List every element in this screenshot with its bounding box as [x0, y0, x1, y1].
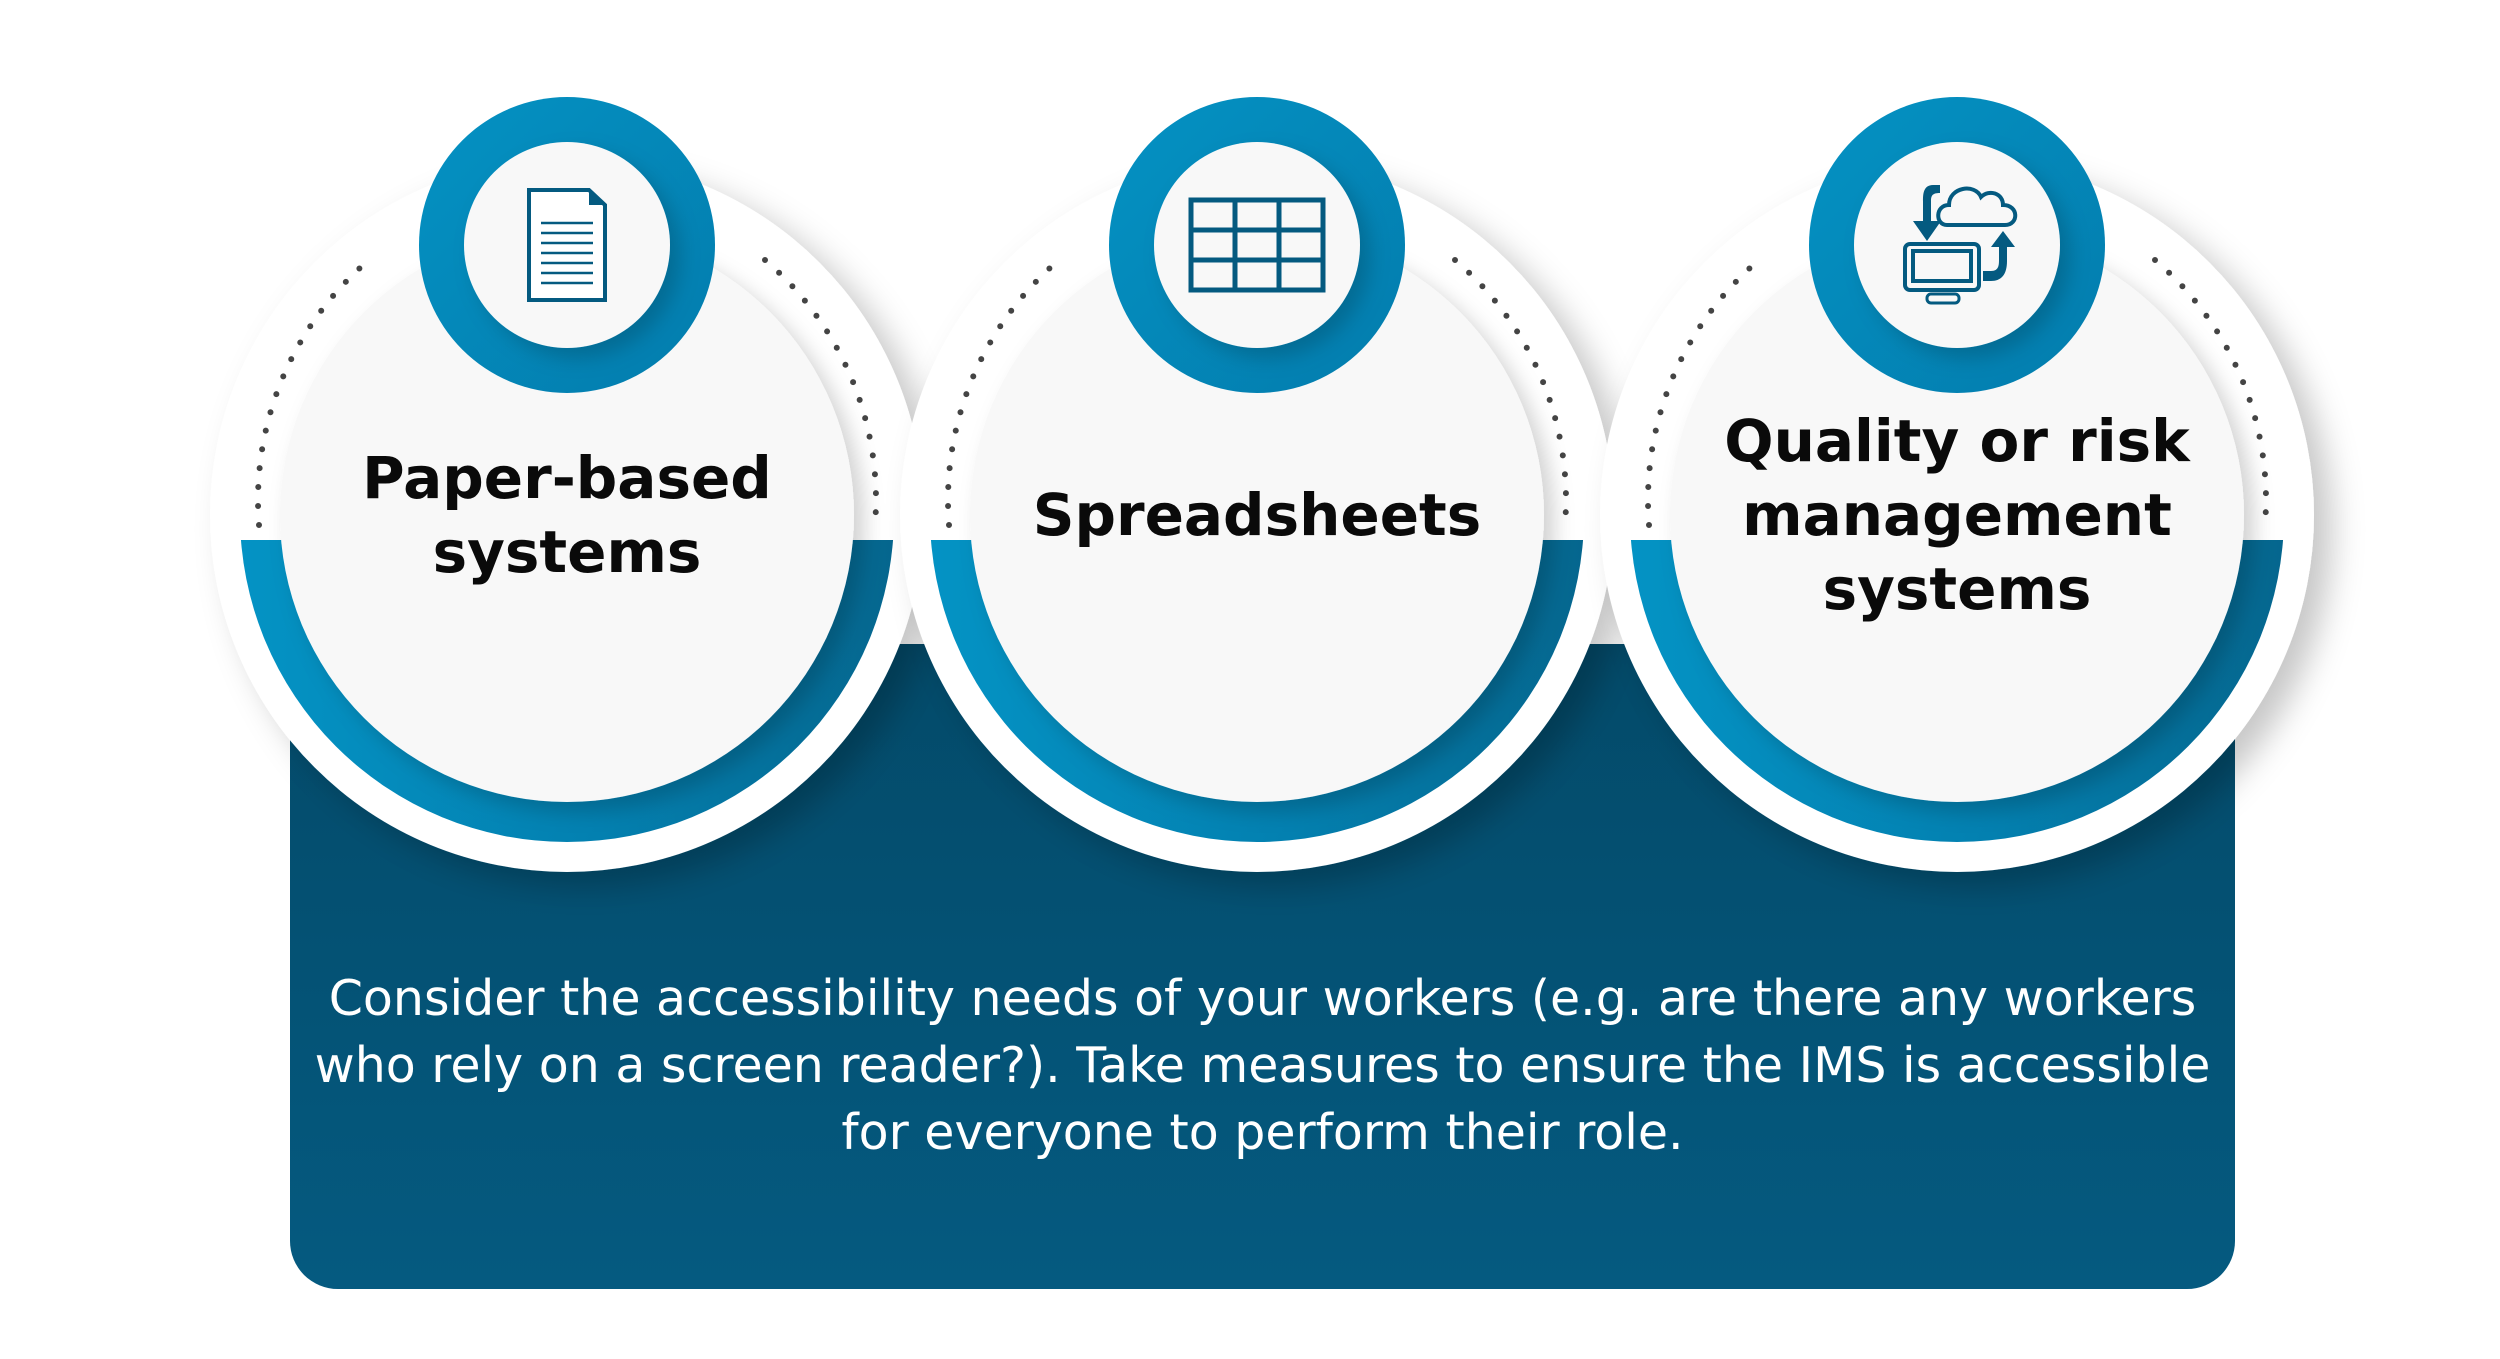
dotted-arc-right: [1452, 257, 1569, 528]
item-card: Spreadsheets: [900, 97, 1614, 872]
dotted-arc-left: [945, 257, 1062, 528]
item-title-line: Spreadsheets: [1033, 481, 1482, 549]
item-title: Spreadsheets: [1033, 481, 1482, 549]
icon-inner-circle: [1154, 142, 1360, 348]
dotted-arc-left: [255, 257, 372, 528]
dotted-arc-right: [2152, 257, 2269, 528]
document-icon: [527, 188, 607, 302]
item-title-line: systems: [433, 518, 702, 586]
accessibility-note: Consider the accessibility needs of your…: [314, 970, 2211, 1161]
card-circle: [970, 228, 1544, 802]
item-title-line: Quality or risk: [1724, 407, 2191, 475]
card-circle: [280, 228, 854, 802]
computer-cloud-sync-icon: [1903, 185, 2018, 305]
item-title-line: Paper-based: [362, 444, 772, 512]
card-circle: [1670, 228, 2244, 802]
item-title-line: systems: [1823, 555, 2092, 623]
spreadsheet-grid-icon: [1188, 197, 1326, 293]
dotted-arc-right: [762, 257, 879, 528]
dotted-arc-left: [1645, 257, 1762, 528]
info-panel: [290, 644, 2235, 1289]
item-title-line: management: [1742, 481, 2172, 549]
